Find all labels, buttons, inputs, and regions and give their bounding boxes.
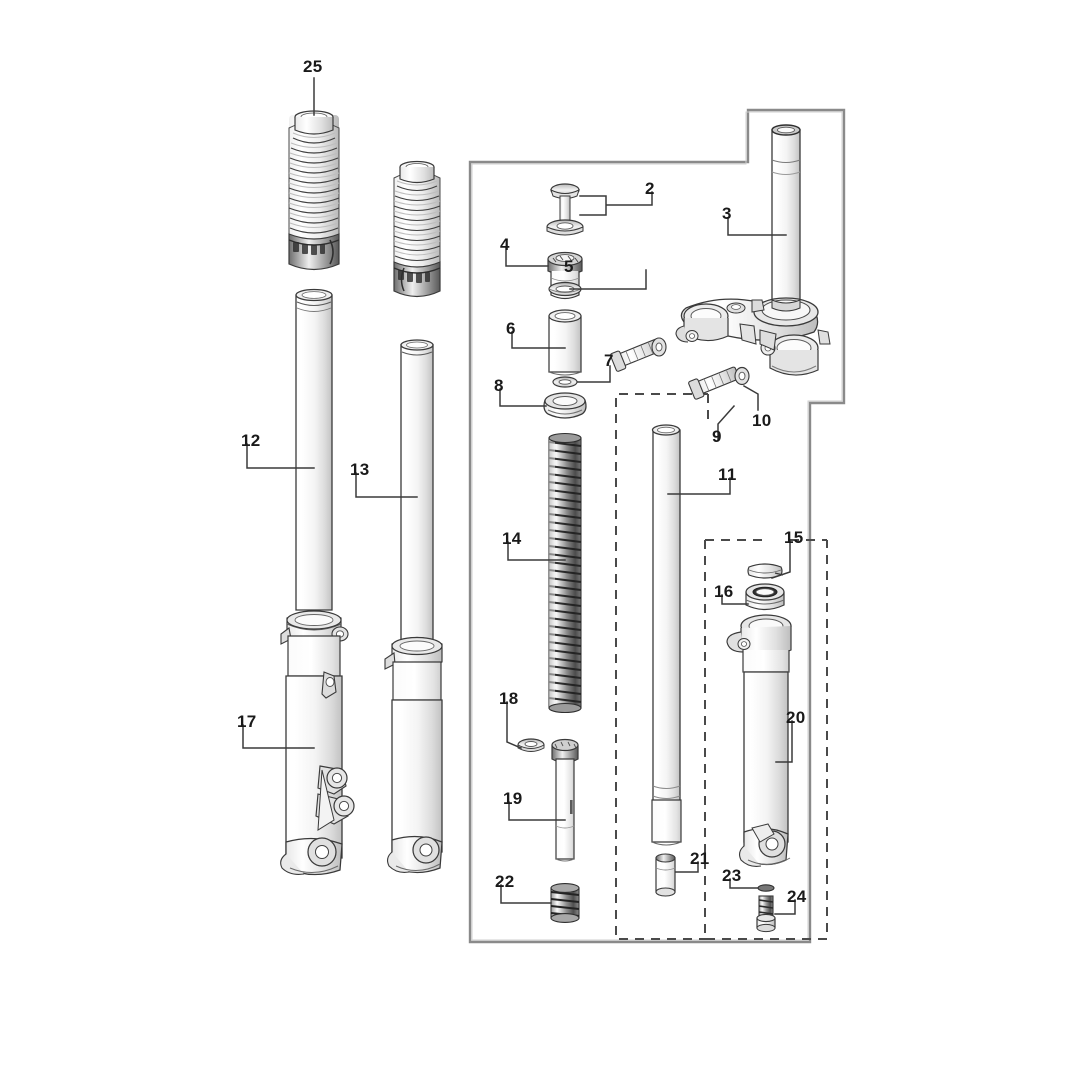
part-24-socket-bolt [756, 895, 776, 933]
leader-9 [717, 404, 736, 441]
callout-label-19[interactable]: 19 [503, 789, 523, 808]
part-2-cap-bolt-washer [546, 183, 584, 236]
callout-label-16[interactable]: 16 [714, 582, 734, 601]
leader-2 [579, 191, 653, 216]
callout-label-17[interactable]: 17 [237, 712, 257, 731]
part-16-oil-seal [745, 583, 785, 611]
leader-12 [246, 443, 315, 469]
callout-label-23[interactable]: 23 [722, 866, 742, 885]
leader-21 [675, 861, 699, 873]
part-23-sealing-washer-small [757, 884, 775, 892]
part-10-nut [734, 366, 750, 386]
callout-label-21[interactable]: 21 [690, 849, 710, 868]
leader-4 [505, 247, 549, 267]
leader-20 [775, 720, 793, 763]
part-20-fork-slider-right [726, 614, 792, 867]
callout-label-5[interactable]: 5 [564, 257, 574, 276]
part-25-fork-dust-boot [288, 110, 340, 271]
leader-8 [499, 388, 547, 407]
callout-label-20[interactable]: 20 [786, 708, 806, 727]
leader-13 [355, 472, 418, 498]
callout-label-8[interactable]: 8 [494, 376, 504, 395]
part-6-spacer-collar [548, 309, 582, 376]
callout-label-13[interactable]: 13 [350, 460, 370, 479]
part-22-damper-rod-spring [550, 883, 580, 923]
part-7-pinch-bolt-washer [552, 337, 667, 388]
callout-label-15[interactable]: 15 [784, 528, 804, 547]
callout-label-22[interactable]: 22 [495, 872, 515, 891]
callout-label-4[interactable]: 4 [500, 235, 510, 254]
leader-19 [508, 801, 566, 821]
part-9-flange-bolt [688, 366, 740, 400]
callout-label-3[interactable]: 3 [722, 204, 732, 223]
leader-3 [727, 217, 787, 236]
callout-label-24[interactable]: 24 [787, 887, 807, 906]
callout-label-25[interactable]: 25 [303, 57, 323, 76]
leader-15 [771, 540, 791, 579]
leader-10 [742, 384, 759, 411]
leader-18 [506, 701, 522, 749]
callout-label-12[interactable]: 12 [241, 431, 261, 450]
leader-16 [721, 594, 749, 605]
group-outline-frame [468, 108, 846, 944]
callout-label-7[interactable]: 7 [604, 351, 614, 370]
callout-label-9[interactable]: 9 [712, 427, 722, 446]
part-13-front-fork-right [384, 339, 443, 874]
sub-assembly-dashed-outlines [615, 393, 828, 940]
leader-24 [774, 899, 796, 915]
leader-22 [500, 884, 552, 904]
callout-label-10[interactable]: 10 [752, 411, 772, 430]
part-4-fork-cap-bolt [547, 251, 583, 300]
part-14-fork-spring [548, 432, 582, 714]
callout-leader-lines [242, 77, 796, 915]
leader-7 [577, 365, 611, 383]
leader-5 [569, 269, 647, 290]
leader-14 [507, 541, 566, 561]
leader-23 [729, 878, 759, 889]
part-18-sealing-washer [517, 738, 545, 752]
callout-label-6[interactable]: 6 [506, 319, 516, 338]
callout-label-14[interactable]: 14 [502, 529, 522, 548]
part-8-spring-seat [543, 392, 587, 419]
leader-17 [242, 724, 315, 749]
part-12-17-front-fork-left [280, 288, 355, 876]
leader-11 [667, 477, 731, 495]
part-11-inner-fork-tube [651, 424, 682, 846]
part-21-rebound-stopper [655, 853, 676, 897]
leader-6 [511, 331, 566, 349]
part-19-damper-rod [551, 738, 579, 862]
part-25-fork-dust-boot-second [393, 160, 441, 298]
part-5-o-ring [548, 281, 582, 297]
callout-label-18[interactable]: 18 [499, 689, 519, 708]
part-3-steering-stem-fork-bridge [675, 124, 831, 376]
callout-label-11[interactable]: 11 [718, 465, 737, 484]
callout-label-2[interactable]: 2 [645, 179, 655, 198]
